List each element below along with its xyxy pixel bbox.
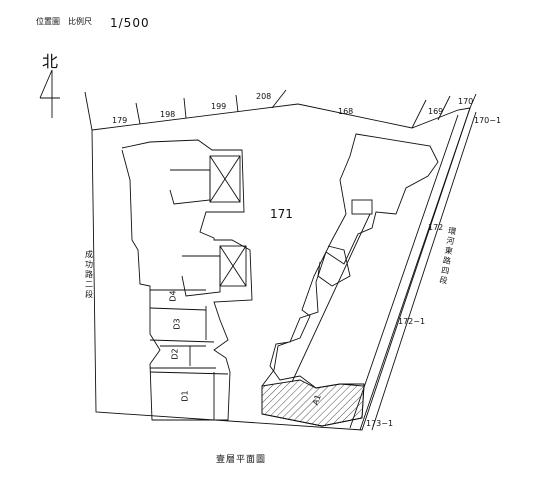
site-boundary [91,103,471,431]
unit-label-d4: D4 [168,290,178,302]
site-plan-label: 位置圖 [36,17,60,26]
west-building [121,139,253,421]
lot-label-172-1: 172−1 [398,317,426,326]
lot-label-179: 179 [112,116,128,125]
north-arrow-icon [39,69,60,118]
hatched-area-a1 [261,379,365,427]
north-label: 北 [42,52,59,71]
scale-value: 1/500 [110,16,150,30]
lot-dividers [84,89,477,431]
lot-label-208: 208 [256,92,272,101]
lot-label-168: 168 [338,107,354,116]
unit-label-d3: D3 [172,318,182,330]
unit-label-d1: D1 [180,390,190,402]
lot-label-173-1: 173−1 [366,419,394,428]
lot-label-171: 171 [270,207,293,221]
east-building [261,133,439,427]
lot-label-172: 172 [428,223,444,232]
unit-label-d2: D2 [170,348,180,360]
road-label-left: 成功路二段 [85,250,93,299]
lot-label-199: 199 [211,102,227,111]
lot-label-198: 198 [160,110,176,119]
drawing-caption: 壹層平面圖 [216,455,267,465]
lot-label-170: 170 [458,97,474,106]
scale-label: 比例尺 [68,17,92,26]
lot-label-170-1: 170−1 [474,116,502,125]
lot-label-169: 169 [428,107,444,116]
